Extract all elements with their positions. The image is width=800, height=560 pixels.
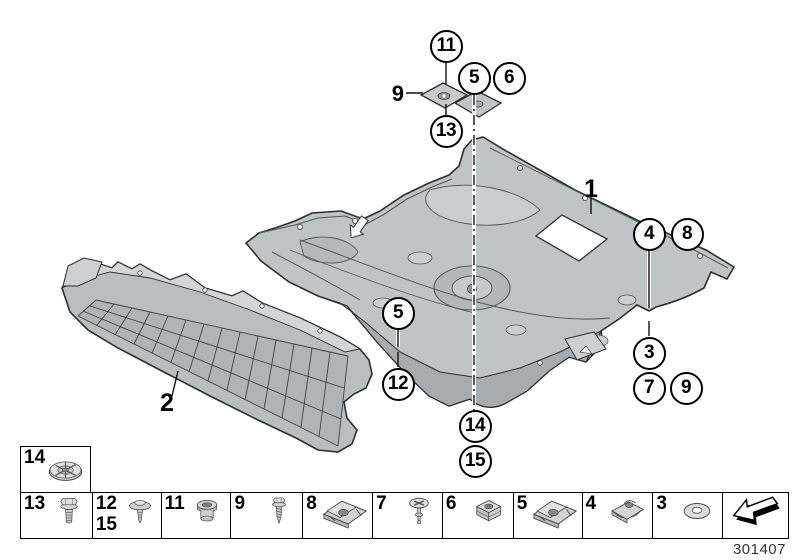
- callout-7[interactable]: 7: [632, 371, 666, 405]
- panel-holes: [137, 270, 323, 334]
- legend-cell-arrow[interactable]: [722, 493, 788, 538]
- legend-cell-11[interactable]: 11: [160, 490, 231, 538]
- callout-9[interactable]: 9: [669, 371, 703, 405]
- direction-arrow-icon: [729, 491, 783, 534]
- callout-11[interactable]: 11: [429, 29, 463, 63]
- legend-cell-4[interactable]: 4: [581, 490, 653, 538]
- part-label-2[interactable]: 2: [160, 389, 174, 417]
- washer-icon: [673, 490, 721, 537]
- legend-cell-14-label: 14: [24, 447, 46, 468]
- mount-arrow-small: [579, 345, 593, 355]
- callout-8[interactable]: 8: [670, 217, 704, 251]
- callout-14[interactable]: 14: [458, 409, 492, 443]
- legend-cell-12-15[interactable]: 12 15: [91, 490, 161, 538]
- legend-cell-8[interactable]: 8: [302, 493, 372, 538]
- prong-washer-icon: [39, 453, 89, 492]
- push-rivet-icon: [397, 490, 441, 537]
- clip-nut-icon: [603, 490, 651, 537]
- rect-cutout-hole: [534, 214, 609, 262]
- speed-nut-clip-icon: [529, 490, 581, 537]
- legend-cell-14[interactable]: 14: [20, 446, 91, 494]
- hex-flange-bolt-icon: [47, 490, 91, 537]
- legend-cell-3[interactable]: 3: [652, 493, 722, 538]
- panel-grid-lines: [77, 299, 349, 447]
- callout-12[interactable]: 12: [381, 367, 415, 401]
- front-panel-part: [61, 257, 373, 453]
- speed-nut-clip-icon: [319, 490, 371, 537]
- callout-4[interactable]: 4: [632, 217, 666, 251]
- leader-lines: [171, 63, 651, 410]
- callout-13[interactable]: 13: [429, 114, 463, 148]
- part-label-1[interactable]: 1: [584, 175, 598, 203]
- callout-3[interactable]: 3: [632, 336, 666, 370]
- diagram-number: 301407: [732, 541, 786, 558]
- insertion-arrow: [349, 215, 369, 239]
- self-tapping-screw-icon: [257, 490, 301, 537]
- callout-5-mid[interactable]: 5: [381, 296, 415, 330]
- callout-5-top[interactable]: 5: [457, 61, 491, 95]
- expansion-rivet-icon: [119, 490, 161, 537]
- legend-cell-13[interactable]: 13: [21, 493, 92, 538]
- legend-cell-7[interactable]: 7: [372, 493, 442, 538]
- assembly-drawing: [61, 63, 736, 453]
- clip-nut-icon: [464, 490, 512, 537]
- undertray-part: [244, 136, 736, 408]
- fastener-legend: 13 12 15: [20, 492, 789, 539]
- grommet-icon: [185, 490, 229, 537]
- legend-cell-9[interactable]: 9: [230, 493, 302, 538]
- mounting-bracket-part: [419, 82, 503, 118]
- part-label-9[interactable]: 9: [391, 81, 404, 106]
- callout-6[interactable]: 6: [492, 61, 526, 95]
- legend-cell-6[interactable]: 6: [441, 490, 513, 538]
- legend-cell-5[interactable]: 5: [512, 490, 582, 538]
- callout-15[interactable]: 15: [458, 444, 492, 478]
